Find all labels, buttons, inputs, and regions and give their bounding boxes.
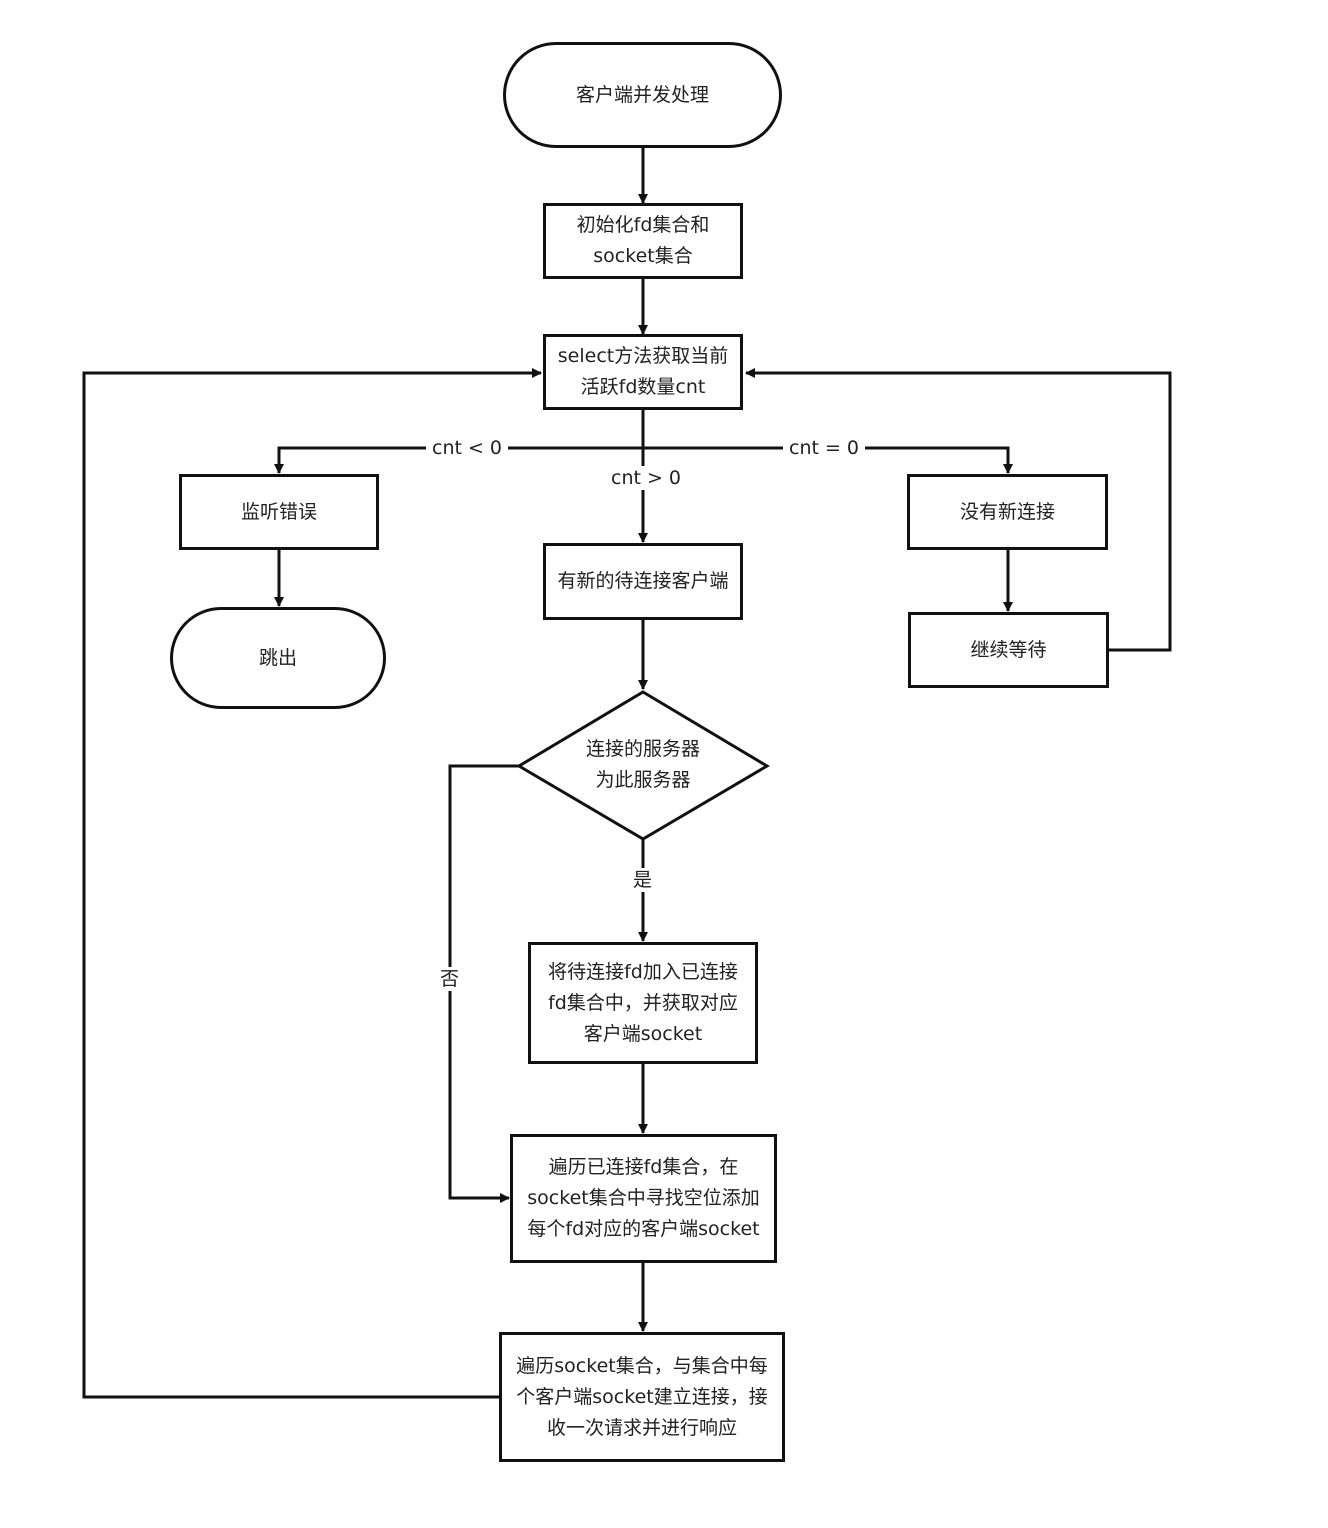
wait-process: 继续等待 [908,612,1109,688]
exit-terminal: 跳出 [170,607,386,709]
edge-label-cnt-eq0: cnt = 0 [783,436,866,460]
traverse-socket-label: 遍历socket集合，与集合中每 个客户端socket建立连接，接 收一次请求并… [516,1354,768,1439]
new-client-label: 有新的待连接客户端 [557,570,729,592]
no-conn-label: 没有新连接 [959,500,1055,523]
error-process: 监听错误 [179,474,379,550]
edge-label-cnt-lt0: cnt < 0 [426,436,509,460]
edge-label-yes: 是 [627,868,659,892]
select-label: select方法获取当前 活跃fd数量cnt [557,345,729,398]
edge-cnt-lt0 [274,446,643,474]
new-client-process: 有新的待连接客户端 [543,543,743,620]
no-conn-process: 没有新连接 [907,474,1108,550]
traverse-fd-process: 遍历已连接fd集合，在 socket集合中寻找空位添加 每个fd对应的客户端so… [510,1134,777,1263]
traverse-fd-label: 遍历已连接fd集合，在 socket集合中寻找空位添加 每个fd对应的客户端so… [527,1156,760,1240]
traverse-socket-process: 遍历socket集合，与集合中每 个客户端socket建立连接，接 收一次请求并… [499,1332,785,1462]
edge-cnt-eq0 [643,446,1013,474]
start-terminal: 客户端并发处理 [503,42,782,148]
edge-label-cnt-gt0: cnt > 0 [605,466,688,490]
error-label: 监听错误 [240,500,317,523]
edge-label-no: 否 [434,967,466,991]
decision-diamond [516,690,770,841]
init-process: 初始化fd集合和 socket集合 [543,203,743,279]
exit-label: 跳出 [258,646,297,669]
decision-label: 连接的服务器 为此服务器 [585,738,700,791]
start-label: 客户端并发处理 [575,83,709,106]
add-fd-label: 将待连接fd加入已连接 fd集合中，并获取对应 客户端socket [548,960,738,1045]
select-process: select方法获取当前 活跃fd数量cnt [543,334,743,410]
wait-label: 继续等待 [970,638,1047,661]
init-label: 初始化fd集合和 socket集合 [576,214,710,267]
add-fd-process: 将待连接fd加入已连接 fd集合中，并获取对应 客户端socket [528,942,758,1064]
edge-wait-select [745,368,1172,652]
edge-traversesocket-select [82,368,542,1399]
